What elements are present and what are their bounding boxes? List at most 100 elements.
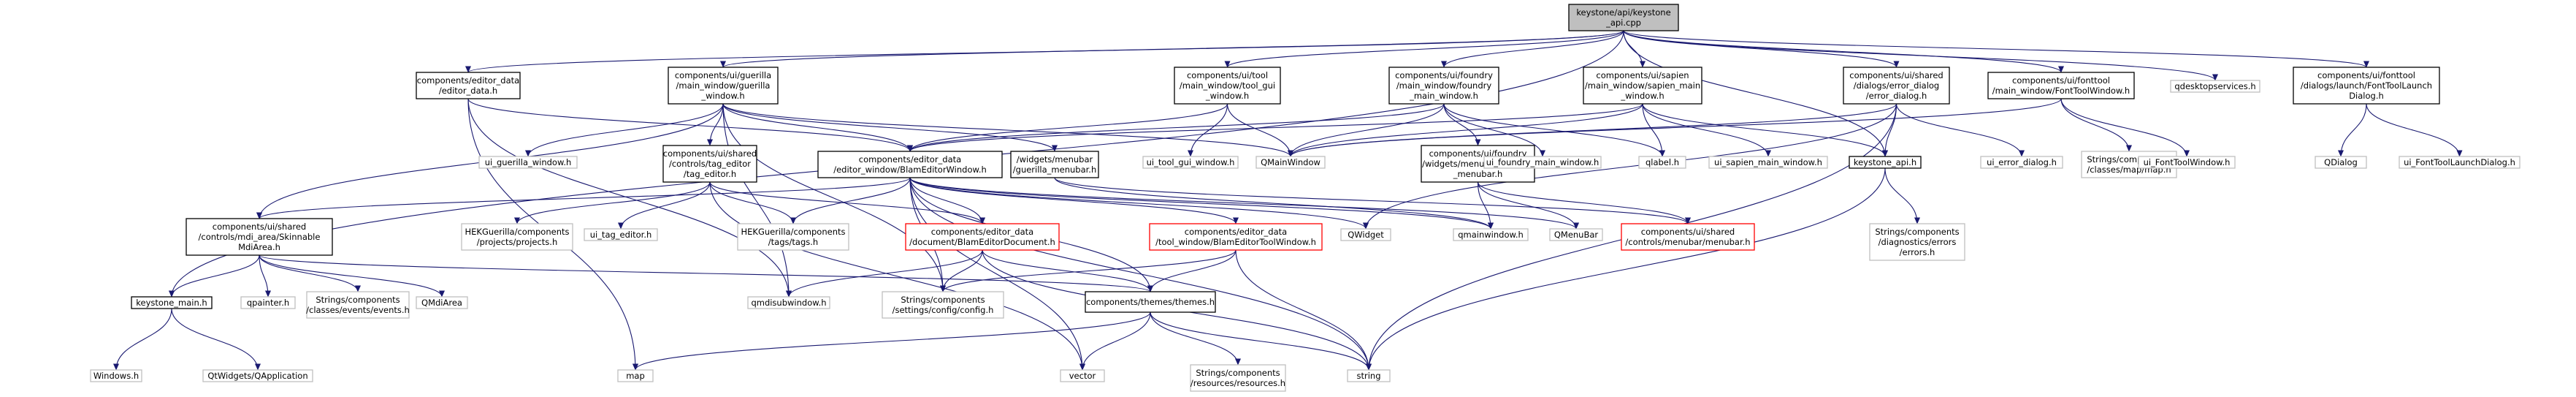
graph-node-qmdisubwindow-h: qmdisubwindow.h [747, 296, 830, 309]
node-label-line: /dialogs/launch/FontToolLaunch [2301, 80, 2432, 91]
graph-node-foundry-main-window-h[interactable]: components/ui/foundry/main_window/foundr… [1388, 67, 1499, 105]
node-label-line: components/editor_data [931, 227, 1033, 237]
dependency-edge [1224, 30, 1624, 68]
edge-line [909, 177, 1372, 371]
graph-node-qmainwindow-h: QMainWindow [1255, 156, 1326, 169]
node-label-line: QMainWindow [1261, 157, 1321, 167]
edge-line [1235, 249, 1372, 371]
edge-line [1623, 30, 1888, 157]
node-box [747, 296, 830, 309]
dependency-edge [256, 177, 911, 219]
node-label-line: components/ui/fonttool [2012, 75, 2110, 86]
graph-node-themes-h[interactable]: components/themes/themes.h [1085, 291, 1216, 313]
graph-node-shared-menubar-h[interactable]: components/ui/shared/controls/menubar/me… [1621, 223, 1755, 251]
node-box [186, 218, 333, 256]
edge-line [1443, 103, 1481, 146]
graph-node-sapien-main-window-h[interactable]: components/ui/sapien/main_window/sapien_… [1583, 67, 1702, 105]
dependency-edge [722, 103, 792, 298]
graph-node-guerilla-window-h[interactable]: components/ui/guerilla/main_window/gueri… [668, 67, 779, 105]
dependency-edge [722, 103, 913, 152]
dependency-edge [618, 181, 711, 230]
node-label-line: components/editor_data [859, 154, 961, 165]
node-label-line: _window.h [1205, 91, 1249, 101]
dependency-edge [1235, 249, 1372, 371]
graph-node-error-dialog-h[interactable]: components/ui/shared/dialogs/error_dialo… [1843, 67, 1950, 105]
node-box [668, 67, 779, 105]
graph-node-ui-font-tool-launch-dialog-h: ui_FontToolLaunchDialog.h [2399, 156, 2520, 169]
node-label-line: /tags/tags.h [768, 237, 818, 247]
node-box [1149, 223, 1323, 251]
node-label-line: /main_window/sapien_main [1585, 80, 1700, 91]
dependency-edge [1363, 103, 1897, 230]
node-label-line: /main_window/foundry [1396, 80, 1492, 91]
edge-line [909, 177, 1494, 230]
graph-node-root[interactable]: keystone/api/keystone_api.cpp [1568, 4, 1679, 31]
node-label-line: QtWidgets/QApplication [207, 371, 307, 381]
graph-node-windows-h: Windows.h [90, 369, 142, 382]
graph-node-skinnable-mdi-area-h[interactable]: components/ui/shared/controls/mdi_area/S… [186, 218, 333, 256]
graph-node-strings-errors-h: Strings/components/diagnostics/errors/er… [1869, 223, 1965, 261]
node-label-line: ui_tag_editor.h [590, 230, 652, 240]
graph-node-keystone-api-h[interactable]: keystone_api.h [1849, 156, 1922, 169]
edge-line [907, 103, 1445, 152]
graph-node-blam-editor-tool-window-h[interactable]: components/editor_data/tool_window/BlamE… [1149, 223, 1323, 251]
edge-layer [113, 30, 2463, 371]
edge-line [169, 254, 260, 298]
node-box [478, 156, 578, 169]
edge-line [2060, 98, 2190, 157]
dependency-edge [722, 103, 1058, 152]
edge-line [709, 181, 985, 224]
node-box [737, 223, 849, 251]
edge-line [1623, 30, 1900, 68]
edge-line [259, 254, 361, 292]
graph-node-font-tool-launch-dialog-h[interactable]: components/ui/fonttool/dialogs/launch/Fo… [2293, 67, 2440, 105]
dependency-edge [1477, 181, 1691, 224]
graph-node-editor-data-h[interactable]: components/editor_data/editor_data.h [416, 72, 521, 99]
node-label-line: qdesktopservices.h [2174, 81, 2255, 91]
node-label-line: HEKGuerilla/components [741, 227, 845, 237]
graph-node-guerilla-menubar-h[interactable]: /widgets/menubar/guerilla_menubar.h [1010, 151, 1099, 178]
edge-line [1895, 103, 2025, 157]
edge-line [2366, 103, 2463, 157]
graph-node-hek-projects-h: HEKGuerilla/components/projects/projects… [461, 223, 573, 251]
node-label-line: components/ui/shared [1849, 70, 1943, 80]
node-label-line: /tag_editor.h [684, 169, 736, 179]
edge-line [1226, 103, 1293, 157]
node-box [617, 369, 654, 382]
edge-line [1882, 103, 1897, 157]
node-box [1453, 228, 1529, 241]
graph-node-blam-editor-document-h[interactable]: components/editor_data/document/BlamEdit… [905, 223, 1060, 251]
edge-line [1623, 30, 2064, 73]
dependency-edge [1642, 103, 1771, 157]
node-label-line: components/ui/shared [1641, 227, 1735, 237]
dependency-edge [722, 103, 946, 292]
edge-line [722, 103, 1293, 157]
node-label-line: QMdiArea [421, 298, 462, 308]
node-label-line: _window.h [700, 91, 744, 101]
graph-node-font-tool-window-h[interactable]: components/ui/fonttool/main_window/FontT… [1987, 72, 2135, 99]
node-box [1255, 156, 1326, 169]
node-label-line: /classes/events/events.h [306, 305, 410, 315]
dependency-edge [720, 30, 1624, 68]
dependency-edge [259, 254, 271, 298]
node-box [306, 291, 410, 319]
edge-line [256, 177, 911, 219]
node-box [1483, 156, 1602, 169]
graph-node-keystone-main-h[interactable]: keystone_main.h [131, 296, 213, 309]
graph-node-tag-editor-h[interactable]: components/ui/shared/controls/tag_editor… [662, 145, 757, 183]
graph-node-blam-editor-window-h[interactable]: components/editor_data/editor_window/Bla… [817, 151, 1003, 178]
node-box [1583, 67, 1702, 105]
dependency-edge [1623, 30, 1900, 68]
dependency-edge [169, 254, 260, 298]
graph-node-qapplication-h: QtWidgets/QApplication [202, 369, 313, 382]
node-label-line: Strings/components [1196, 368, 1280, 378]
graph-node-tool-gui-window-h[interactable]: components/ui/tool/main_window/tool_gui_… [1174, 67, 1281, 105]
node-label-line: Strings/components [316, 295, 400, 305]
edge-line [1642, 103, 1888, 157]
edge-line [909, 177, 1579, 230]
edge-line [618, 181, 711, 230]
node-box [1060, 369, 1105, 382]
dependency-edge [909, 177, 1085, 371]
node-box [131, 296, 213, 309]
edge-line [982, 249, 1153, 292]
